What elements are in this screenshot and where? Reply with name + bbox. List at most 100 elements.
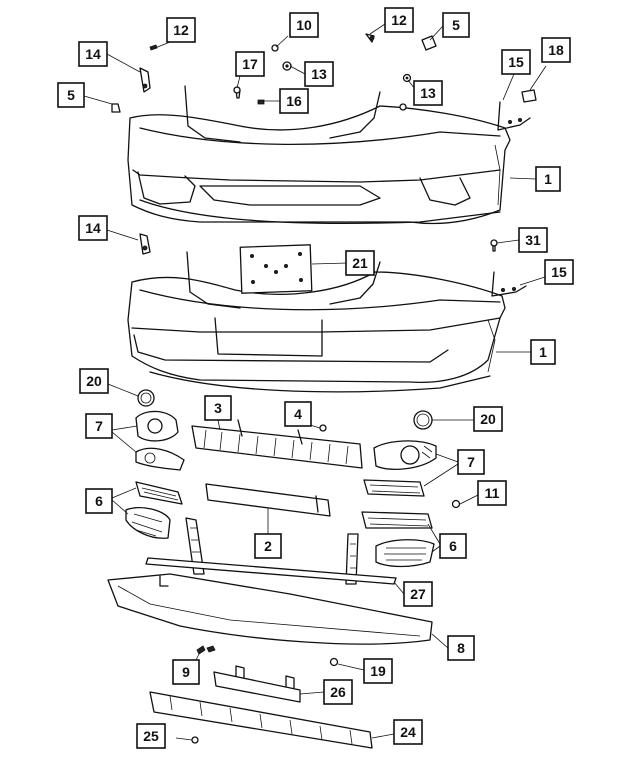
svg-text:15: 15 — [508, 54, 524, 70]
callout-13-a: 13 — [304, 61, 334, 87]
leader-lines — [83, 23, 547, 741]
reinforcement-bar — [205, 483, 331, 517]
svg-text:18: 18 — [548, 42, 564, 58]
right-fog-bezel — [373, 440, 437, 470]
svg-text:5: 5 — [67, 87, 75, 103]
callout-26: 25 — [136, 723, 166, 749]
svg-text:20: 20 — [86, 373, 102, 389]
fasteners-top — [111, 33, 537, 252]
callout-13-b: 13 — [413, 80, 443, 106]
left-fog-ring — [137, 389, 155, 407]
svg-text:9: 9 — [182, 664, 190, 680]
lower-trim-strip — [145, 557, 397, 585]
callout-17: 17 — [235, 51, 265, 77]
callout-15-b: 15 — [544, 259, 574, 285]
svg-text:7: 7 — [467, 454, 475, 470]
svg-text:26: 26 — [330, 684, 346, 700]
callout-14-a: 14 — [78, 41, 108, 67]
callout-3: 3 — [204, 395, 232, 421]
callout-14-b: 14 — [78, 215, 108, 241]
svg-text:19: 19 — [370, 663, 386, 679]
left-bracket-lower — [139, 233, 151, 255]
svg-text:17: 17 — [242, 56, 258, 72]
svg-text:20: 20 — [480, 411, 496, 427]
fastener-19 — [329, 657, 339, 667]
center-grille — [191, 419, 363, 469]
left-fog-bezel — [135, 410, 179, 442]
callout-4: 4 — [284, 401, 312, 427]
svg-text:16: 16 — [286, 93, 302, 109]
svg-text:24: 24 — [400, 724, 416, 740]
callout-7-a: 7 — [85, 413, 113, 439]
svg-text:8: 8 — [457, 640, 465, 656]
license-plate-bracket — [239, 244, 313, 294]
callout-15-a: 15 — [501, 49, 531, 75]
lower-bumper-fascia — [127, 251, 506, 393]
svg-text:13: 13 — [311, 66, 327, 82]
callout-11: 11 — [477, 480, 507, 506]
callout-12-a: 12 — [166, 17, 196, 43]
left-bracket-upper — [139, 67, 151, 93]
svg-text:12: 12 — [173, 22, 189, 38]
callout-8: 8 — [447, 635, 475, 661]
callout-7-b: 7 — [457, 449, 485, 475]
air-dam — [107, 573, 433, 645]
svg-text:2: 2 — [264, 538, 272, 554]
svg-text:4: 4 — [294, 406, 302, 422]
right-grille-insert — [363, 479, 425, 497]
callout-5-a: 5 — [442, 12, 470, 38]
callout-19: 19 — [363, 658, 393, 684]
callout-20-b: 20 — [473, 406, 503, 432]
svg-text:12: 12 — [391, 12, 407, 28]
clip-9a — [196, 645, 206, 655]
right-fog-grille — [375, 539, 435, 568]
left-fog-grille — [125, 506, 171, 539]
svg-text:1: 1 — [539, 344, 547, 360]
svg-text:1: 1 — [544, 171, 552, 187]
svg-text:3: 3 — [214, 400, 222, 416]
svg-text:5: 5 — [452, 17, 460, 33]
callout-1-a: 1 — [535, 166, 561, 192]
left-fog-trim — [135, 447, 185, 471]
svg-text:6: 6 — [449, 538, 457, 554]
callout-18: 18 — [541, 37, 571, 63]
svg-text:21: 21 — [352, 255, 368, 271]
callout-6-a: 6 — [85, 488, 113, 514]
callout-10: 10 — [289, 12, 319, 38]
fastener-4 — [319, 424, 327, 432]
svg-text:13: 13 — [420, 85, 436, 101]
callout-20-a: 20 — [79, 368, 109, 394]
svg-text:31: 31 — [525, 232, 541, 248]
right-side-support — [345, 533, 359, 585]
svg-text:15: 15 — [551, 264, 567, 280]
fastener-26 — [191, 736, 199, 744]
callout-27: 27 — [403, 581, 433, 607]
right-bracket-lower — [491, 271, 527, 297]
callout-6-b: 6 — [439, 533, 467, 559]
svg-text:6: 6 — [95, 493, 103, 509]
energy-absorber-bracket — [213, 665, 301, 703]
energy-absorber — [149, 691, 373, 749]
upper-bumper-fascia — [127, 85, 511, 225]
callout-16: 16 — [279, 88, 309, 114]
callout-5-b: 5 — [57, 82, 85, 108]
svg-text:27: 27 — [410, 586, 426, 602]
svg-text:14: 14 — [85, 220, 101, 236]
right-fog-ring — [413, 410, 433, 430]
left-side-support — [185, 517, 205, 575]
callout-25: 26 — [323, 679, 353, 705]
callout-21: 21 — [345, 250, 375, 276]
svg-text:14: 14 — [85, 46, 101, 62]
svg-text:11: 11 — [485, 485, 500, 501]
callout-1-b: 1 — [530, 339, 556, 365]
clip-9b — [206, 645, 216, 653]
right-grille-insert-lower — [361, 511, 433, 529]
svg-text:10: 10 — [296, 17, 312, 33]
callout-2: 2 — [254, 533, 282, 559]
callout-9: 9 — [172, 659, 200, 685]
callout-31: 31 — [518, 227, 548, 253]
callout-12-b: 12 — [384, 7, 414, 33]
left-grille-insert — [135, 481, 183, 505]
fastener-11 — [451, 499, 461, 509]
